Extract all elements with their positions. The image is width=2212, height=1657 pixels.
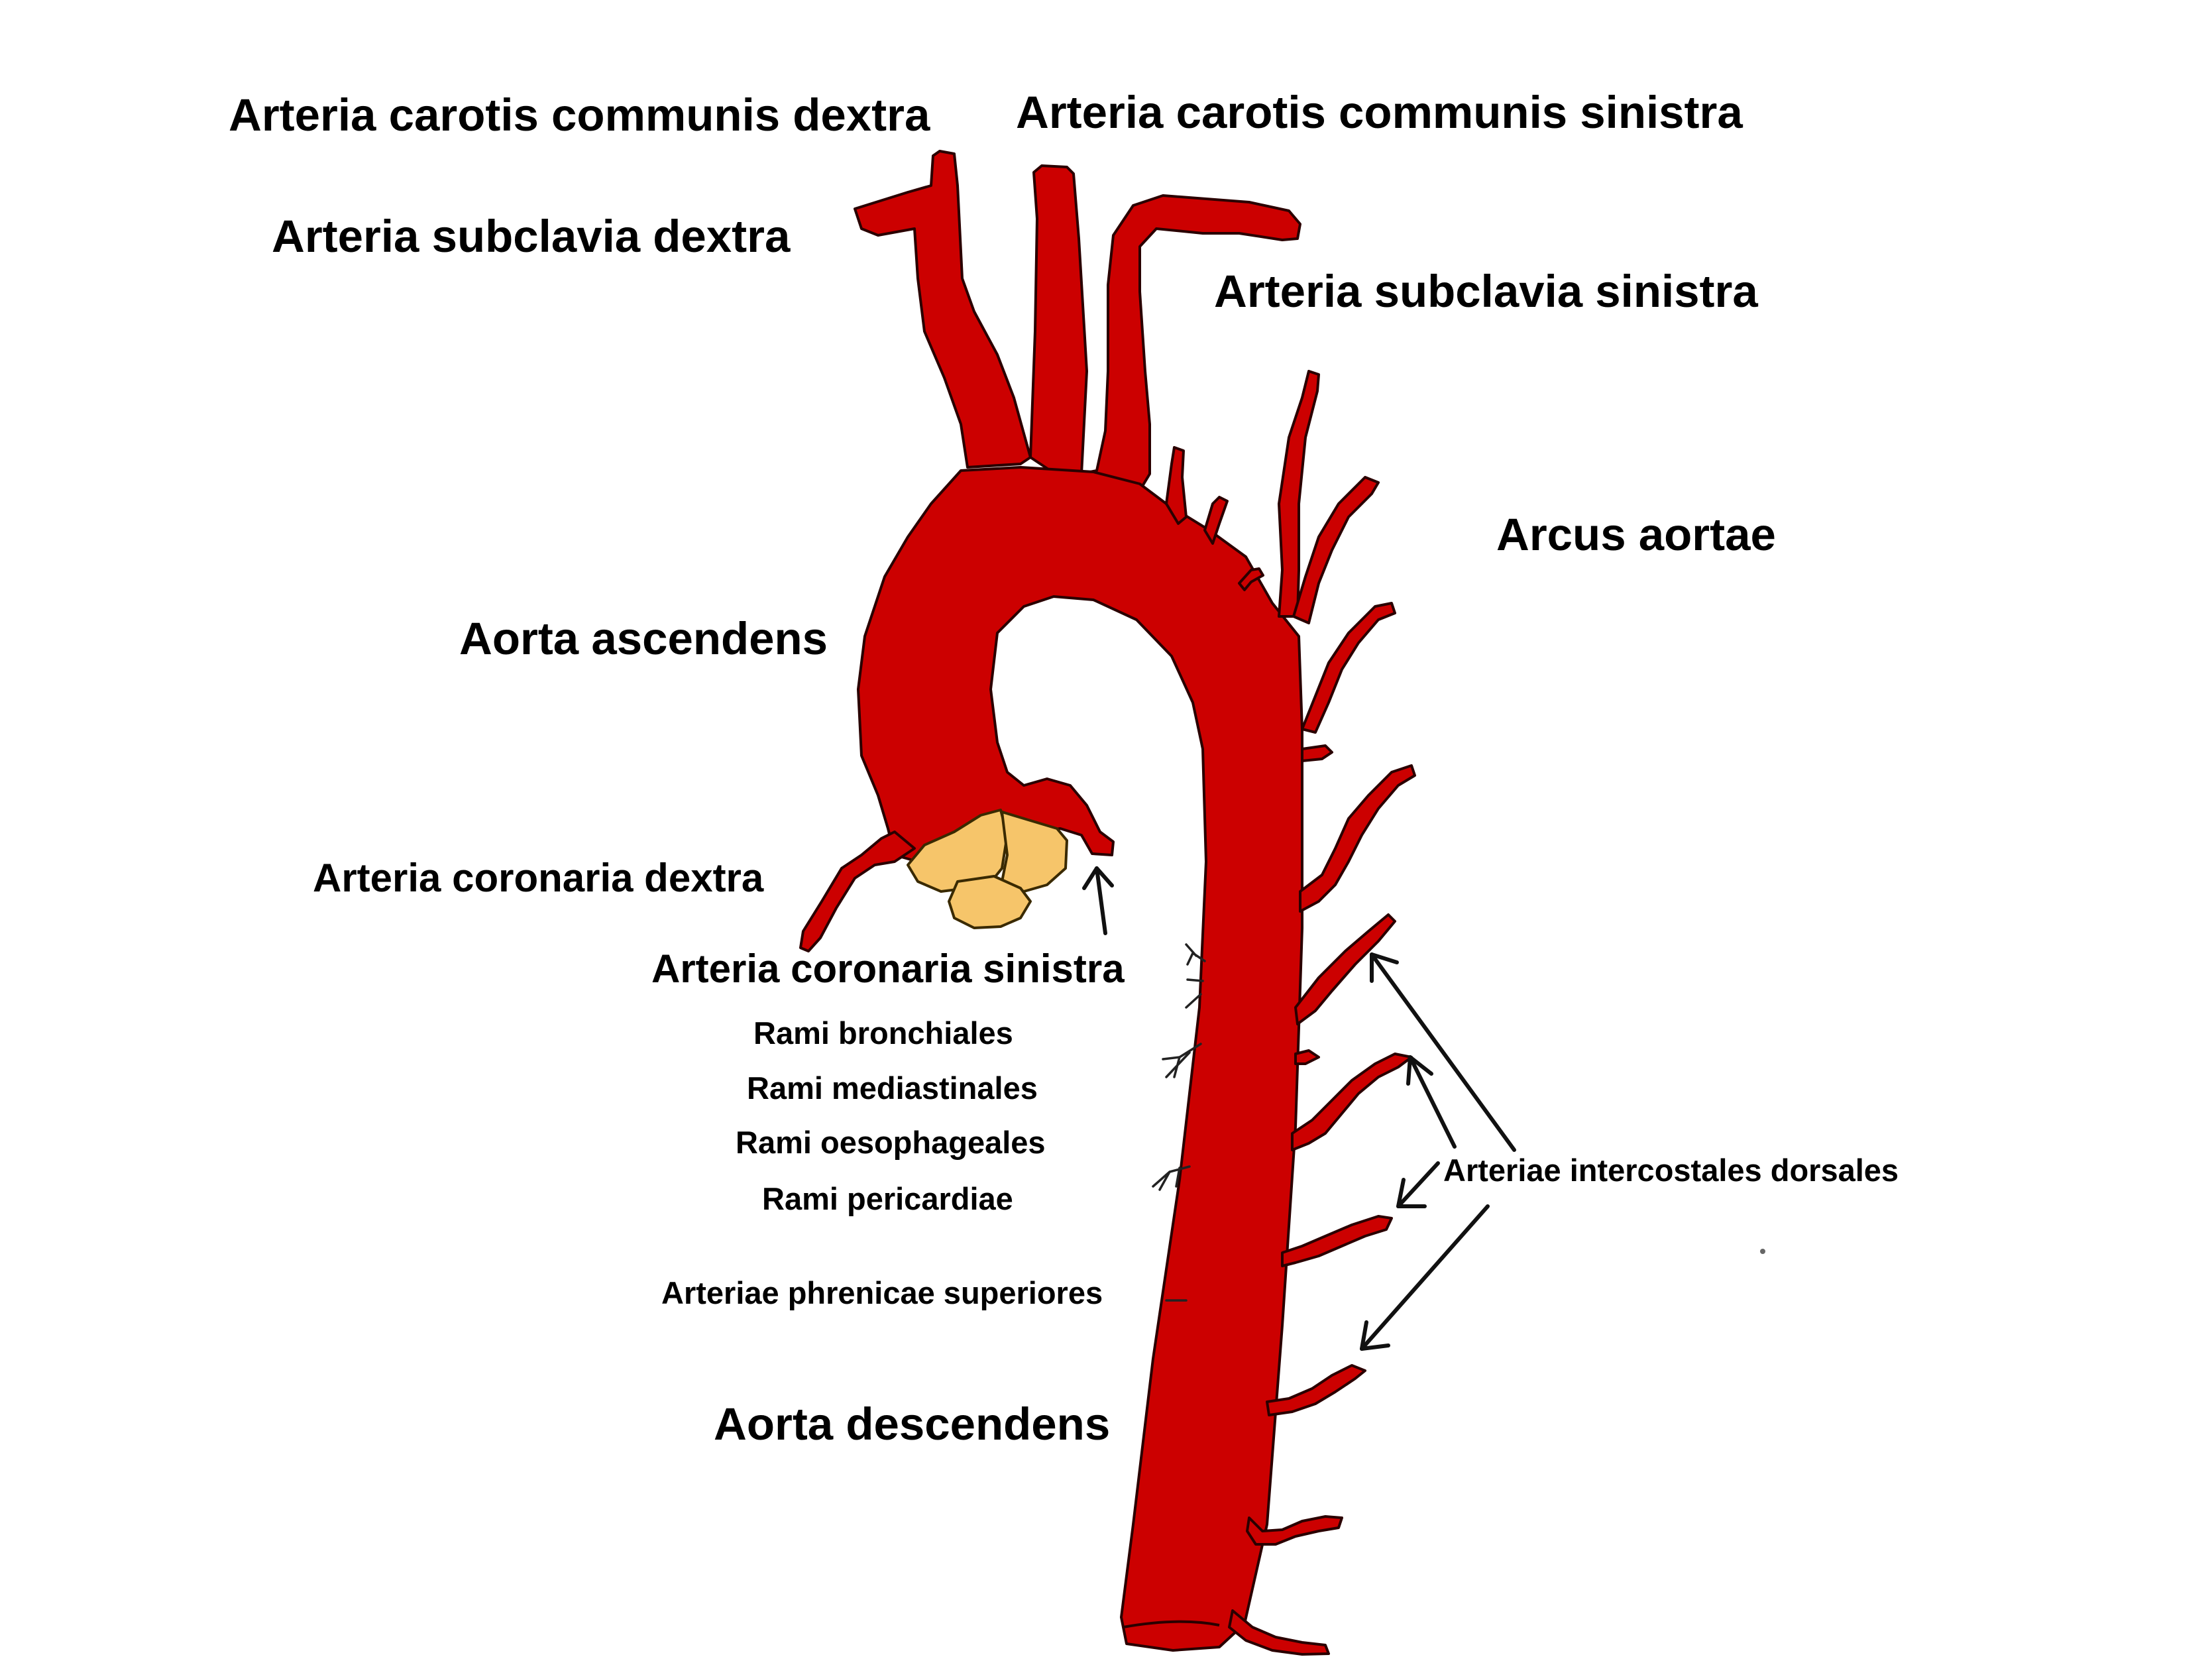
- arteria-subclavia-sinistra-vessel: [1079, 194, 1301, 505]
- intercostal-branch-3: [1299, 764, 1416, 913]
- intercostal-branch-5: [1294, 1049, 1320, 1065]
- arrows-intercostales: [1360, 952, 1516, 1351]
- label-coronaria-sinistra: Arteria coronaria sinistra: [651, 946, 1125, 991]
- intercostal-branch-7: [1281, 1215, 1393, 1267]
- arch-branch-5: [1292, 476, 1380, 624]
- label-intercostales-dorsales: Arteriae intercostales dorsales: [1443, 1153, 1899, 1188]
- arch-branch-2: [1203, 496, 1229, 545]
- label-aorta-descendens: Aorta descendens: [714, 1399, 1110, 1450]
- intercostal-branch-10: [1228, 1609, 1330, 1656]
- label-rami-mediastinales: Rami mediastinales: [747, 1070, 1038, 1106]
- label-subclavia-sinistra: Arteria subclavia sinistra: [1214, 266, 1758, 317]
- label-coronaria-dextra: Arteria coronaria dextra: [313, 856, 764, 900]
- label-carotis-sinistra: Arteria carotis communis sinistra: [1016, 87, 1743, 138]
- arch-branch-3: [1238, 567, 1264, 591]
- arteria-carotis-sinistra-vessel: [1029, 164, 1088, 479]
- label-aorta-ascendens: Aorta ascendens: [459, 613, 828, 664]
- arch-branch-1: [1165, 446, 1188, 525]
- arteria-coronaria-dextra-vessel: [799, 830, 916, 952]
- label-rami-oesophageales: Rami oesophageales: [736, 1125, 1046, 1160]
- intercostal-branch-9: [1246, 1515, 1343, 1546]
- valve-cusp-posterior: [948, 875, 1032, 929]
- arteria-subclavia-dextra-vessel: [854, 150, 1032, 469]
- aorta-cut-end: [1123, 1620, 1220, 1628]
- label-subclavia-dextra: Arteria subclavia dextra: [272, 211, 791, 262]
- label-phrenicae-superiores: Arteriae phrenicae superiores: [661, 1275, 1103, 1310]
- visceral-twigs: [1152, 943, 1206, 1302]
- intercostal-branch-2: [1301, 744, 1333, 762]
- label-rami-bronchiales: Rami bronchiales: [753, 1015, 1013, 1051]
- intercostal-branch-1: [1301, 602, 1396, 734]
- intercostal-branch-8: [1266, 1364, 1366, 1416]
- label-carotis-dextra: Arteria carotis communis dextra: [229, 89, 930, 141]
- aorta-main-vessel: [857, 466, 1303, 1652]
- valve-cusp-right: [1001, 811, 1068, 893]
- intercostal-branch-4: [1294, 913, 1396, 1025]
- label-arcus-aortae: Arcus aortae: [1496, 509, 1776, 560]
- arch-branch-4: [1278, 370, 1320, 618]
- label-rami-pericardiae: Rami pericardiae: [762, 1181, 1013, 1216]
- intercostal-branch-6: [1291, 1053, 1413, 1151]
- aortic-valve: [907, 809, 1068, 929]
- arrow-coronaria-sinistra: [1082, 866, 1114, 935]
- stray-dot: [1760, 1249, 1765, 1254]
